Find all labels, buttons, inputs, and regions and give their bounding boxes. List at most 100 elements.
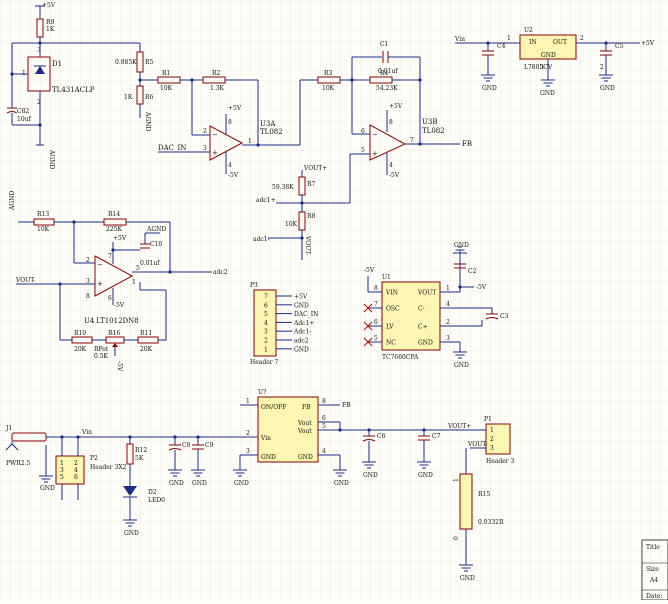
c1-value: 0.01uf: [378, 68, 398, 75]
svg-text:3: 3: [490, 445, 494, 452]
u2-out: OUT: [553, 39, 567, 46]
svg-text:GND: GND: [298, 454, 313, 461]
svg-text:GND: GND: [418, 472, 433, 479]
differential-amplifier: AGND R13 10K R14 225K − + adc2 +5V AGND …: [9, 191, 228, 372]
svg-text:5: 5: [322, 423, 326, 430]
svg-text:2: 2: [86, 257, 90, 264]
d2-label: D2: [148, 489, 157, 496]
u2-label: U2: [524, 27, 533, 34]
u1-label: U1: [382, 274, 391, 281]
r1-label: R1: [162, 70, 170, 77]
p3-pin-number: 1: [264, 346, 268, 353]
u1-out-net: -5V: [476, 284, 487, 291]
vreg-out-label: +5V: [641, 40, 655, 47]
p3-label: P3: [250, 282, 258, 289]
u1-pin-num-right: 1: [446, 285, 450, 292]
svg-text:4: 4: [389, 162, 393, 169]
c4-gnd: GND: [482, 85, 497, 92]
u3b-vplus: +5V: [389, 103, 403, 110]
u1-pin-num-left: 5: [374, 335, 378, 342]
svg-text:3: 3: [540, 64, 544, 71]
c4-label: C4: [497, 43, 506, 50]
u1-pin-left: LV: [386, 324, 394, 331]
r9-value: 1K: [46, 26, 55, 33]
d1-part: TL431ACLP: [52, 86, 95, 94]
u1-pin-num-left: 7: [374, 301, 378, 308]
p2-pin: 6: [74, 474, 78, 481]
d1-pin3: 3: [37, 47, 41, 54]
svg-text:GND: GND: [600, 85, 615, 92]
r14-value: 225K: [106, 226, 122, 233]
svg-text:GND: GND: [334, 480, 349, 487]
r11-value: 20K: [140, 346, 153, 353]
r8-label: R8: [307, 213, 316, 220]
c10-net: AGND: [146, 226, 166, 233]
r1-value: 10K: [160, 85, 173, 92]
r5-label: R5: [145, 59, 154, 66]
c1-label: C1: [380, 41, 388, 48]
p1-name: Header 3: [486, 458, 515, 465]
p2-pin: 4: [74, 467, 78, 474]
c5-label: C5: [615, 43, 624, 50]
svg-text:GND: GND: [192, 480, 207, 487]
size-value: A4: [649, 577, 658, 584]
p2-pin: 5: [60, 474, 64, 481]
svg-text:GND: GND: [40, 485, 55, 492]
svg-text:GND: GND: [169, 480, 184, 487]
u1-pin-num-left: 8: [374, 285, 378, 292]
p3-pin-number: 4: [264, 320, 268, 327]
r11-label: R11: [140, 330, 152, 337]
fb-net-label: FB: [462, 140, 472, 148]
c2-label: C2: [468, 268, 477, 275]
boost-vout-net: VOUT+: [447, 423, 471, 430]
r9-label: R9: [46, 19, 55, 26]
agnd-left-label: AGND: [9, 191, 16, 211]
u2-body: [519, 34, 577, 60]
r6-value: 1K: [124, 94, 133, 101]
u3b-part: TL082: [422, 127, 445, 135]
u1-pin-num-right: 4: [446, 301, 450, 308]
svg-text:2: 2: [600, 64, 604, 71]
p2-pin: 3: [60, 467, 64, 474]
u3b-vminus: -5V: [389, 172, 400, 179]
p2-pin: 1: [60, 460, 64, 467]
r16-type: RPot: [94, 346, 109, 353]
p3-pin-net: adc2: [294, 338, 309, 345]
r10-value: 20K: [74, 346, 87, 353]
vout-minus-in-label: VOUT-: [15, 277, 35, 284]
u4-label: U4: [84, 317, 95, 325]
svg-text:1: 1: [246, 398, 250, 405]
u3b-label: U3B: [422, 118, 438, 126]
svg-text:7: 7: [410, 137, 414, 144]
u4-opamp: [94, 255, 134, 297]
d1-pin2: 2: [37, 99, 41, 106]
c82-label: C82: [17, 108, 29, 115]
c82-value: 10uf: [17, 116, 31, 123]
u1-pin-num-left: 6: [374, 319, 378, 326]
p3-pin-net: Adc1+: [293, 320, 314, 327]
svg-text:Vin: Vin: [260, 435, 271, 442]
svg-text:4: 4: [322, 448, 326, 455]
r16-value: 0.5K: [94, 353, 109, 360]
svg-text:3: 3: [246, 448, 250, 455]
svg-text:7: 7: [108, 253, 112, 260]
svg-text:3: 3: [86, 278, 90, 285]
svg-text:Vout: Vout: [297, 428, 312, 435]
svg-text:2: 2: [490, 436, 494, 443]
u1-pin-right: VOUT: [417, 290, 436, 297]
u1-pin-right: C-: [418, 306, 425, 313]
d1-label: D1: [52, 60, 62, 68]
svg-text:2: 2: [203, 128, 207, 135]
p3-pin-number: 3: [264, 329, 268, 336]
svg-text:1: 1: [248, 138, 252, 145]
r3-label: R3: [324, 70, 333, 77]
p2-pin: 2: [74, 460, 78, 467]
svg-text:1: 1: [490, 427, 494, 434]
r4-value: 54.23K: [376, 85, 398, 92]
vout-minus-label: VOUT-: [304, 235, 311, 255]
svg-text:5: 5: [361, 147, 365, 154]
svg-text:8: 8: [228, 119, 232, 126]
c9-label: C9: [205, 442, 214, 449]
